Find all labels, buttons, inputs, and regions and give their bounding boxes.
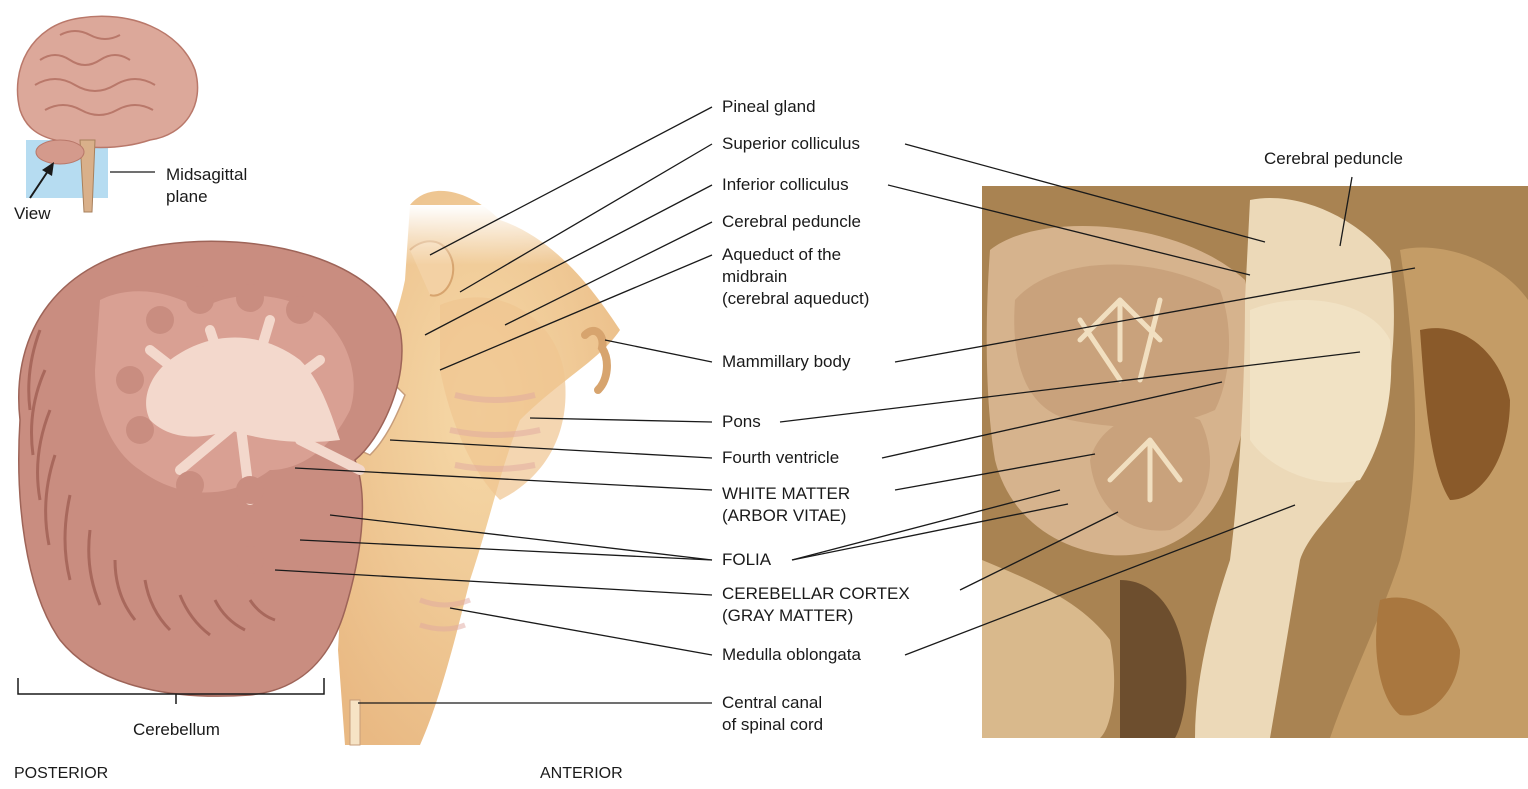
label-medulla-oblongata: Medulla oblongata bbox=[722, 644, 861, 666]
label-cerebellum: Cerebellum bbox=[133, 719, 220, 741]
label-inferior-colliculus: Inferior colliculus bbox=[722, 174, 849, 196]
inset-plane-label: Midsagittal plane bbox=[166, 164, 247, 208]
label-mammillary-body: Mammillary body bbox=[722, 351, 850, 373]
label-fourth-ventricle: Fourth ventricle bbox=[722, 447, 839, 469]
label-aqueduct: Aqueduct of the midbrain (cerebral aqued… bbox=[722, 244, 869, 310]
label-superior-colliculus: Superior colliculus bbox=[722, 133, 860, 155]
label-white-matter: WHITE MATTER (ARBOR VITAE) bbox=[722, 483, 850, 527]
label-pons: Pons bbox=[722, 411, 761, 433]
label-cerebral-peduncle: Cerebral peduncle bbox=[722, 211, 861, 233]
orientation-posterior: POSTERIOR bbox=[14, 763, 108, 785]
label-cerebellar-cortex: CEREBELLAR CORTEX (GRAY MATTER) bbox=[722, 583, 910, 627]
label-pineal-gland: Pineal gland bbox=[722, 96, 816, 118]
leader-mammillary bbox=[605, 340, 712, 362]
specimen-photo bbox=[982, 186, 1528, 738]
label-central-canal: Central canal of spinal cord bbox=[722, 692, 823, 736]
orientation-anterior: ANTERIOR bbox=[540, 763, 623, 785]
label-folia: FOLIA bbox=[722, 549, 771, 571]
brainstem-illustration bbox=[338, 191, 640, 745]
leader-medulla bbox=[450, 608, 712, 655]
inset-view-label: View bbox=[14, 203, 51, 225]
photo-label-cerebral-peduncle: Cerebral peduncle bbox=[1264, 148, 1403, 170]
